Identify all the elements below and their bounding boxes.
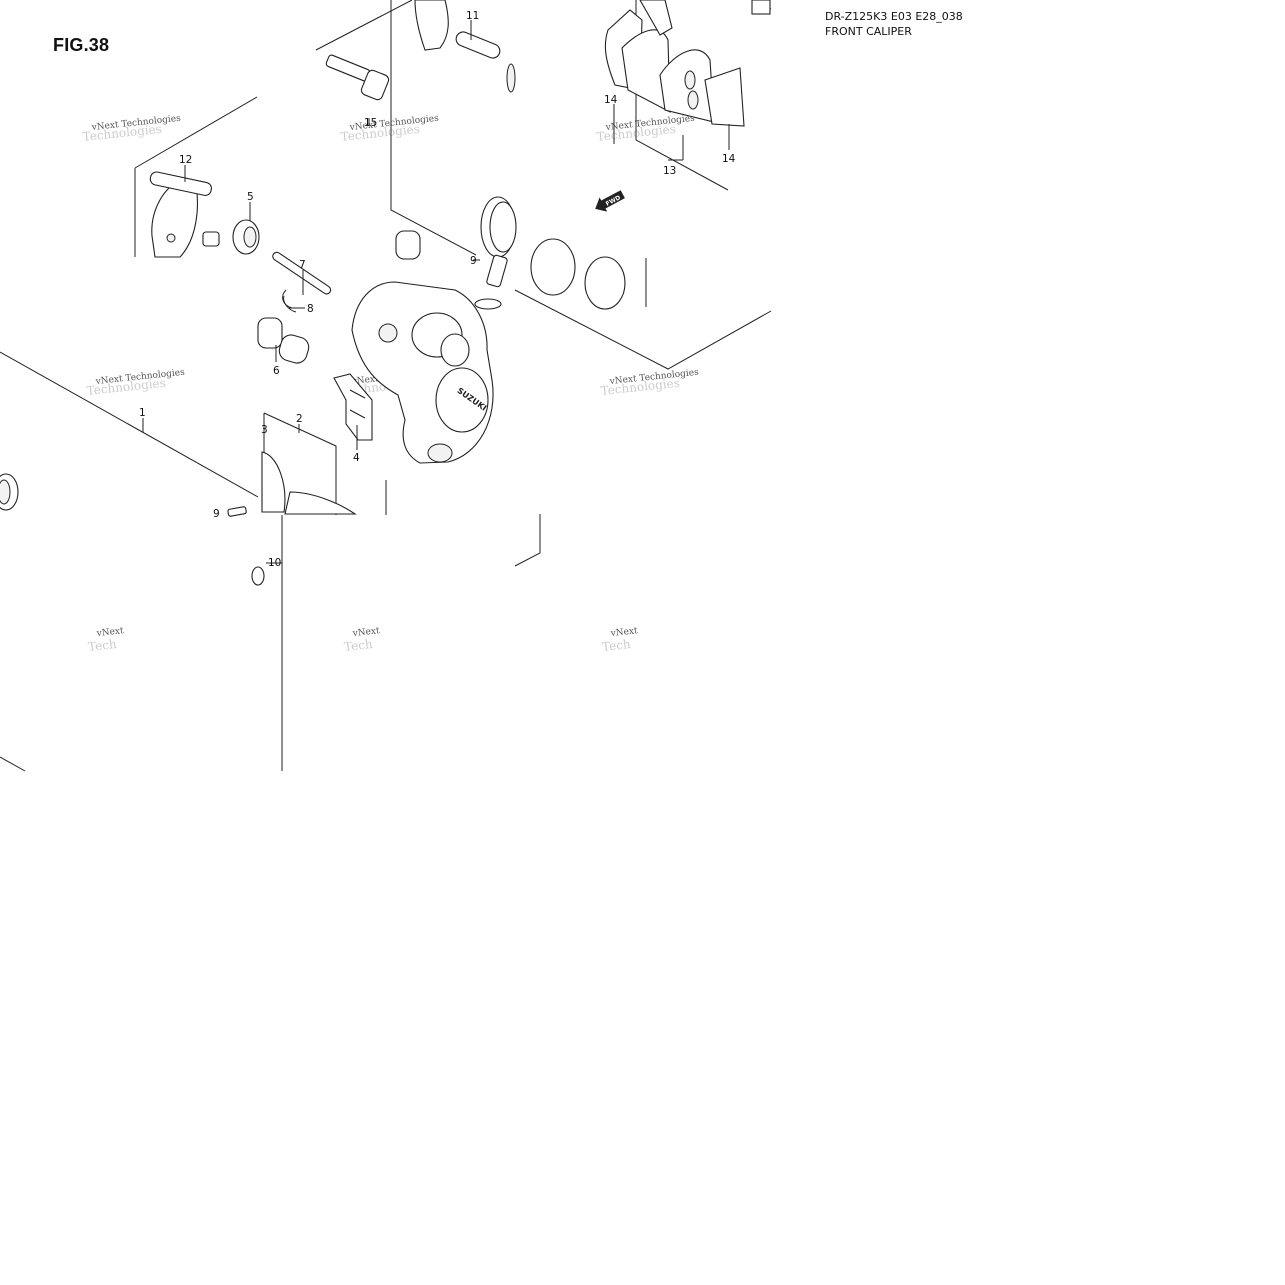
watermark: vNext Technologies Technologies: [340, 114, 440, 144]
callout-8: 8: [307, 303, 314, 315]
svg-text:Tech: Tech: [601, 637, 631, 654]
svg-text:Tech: Tech: [87, 637, 117, 654]
arrow-left-icon: [595, 190, 625, 212]
svg-text:Tech: Tech: [343, 637, 373, 654]
watermark: vNext Technologies Technologies: [600, 368, 700, 398]
svg-text:vNext: vNext: [609, 626, 638, 639]
callout-9-right: 9: [470, 255, 477, 267]
piston-seal-part: [395, 196, 626, 310]
callout-15: 15: [364, 117, 377, 129]
group-frames: [0, 0, 772, 772]
piston-lower-part: [0, 451, 357, 517]
figure-label: FIG.38: [53, 35, 110, 55]
callouts: 1 2 3 4 5 6 7 8 9 9 10 11 12 13 14 14 15: [139, 10, 736, 569]
svg-text:vNext: vNext: [351, 626, 380, 639]
callout-12: 12: [179, 154, 192, 166]
watermark-partial: vNext Tech: [601, 626, 638, 654]
caliper-body-part: SUZUKI: [351, 281, 502, 464]
callout-13: 13: [663, 165, 676, 177]
watermark: vNext Technologies Technologies: [596, 114, 696, 144]
model-code: DR-Z125K3 E03 E28_038: [825, 10, 963, 23]
caliper-bracket-part: [149, 171, 212, 258]
callout-3: 3: [261, 424, 268, 436]
callout-14-right: 14: [722, 153, 736, 165]
callout-4: 4: [353, 452, 360, 464]
callout-11: 11: [466, 10, 479, 22]
pin-part: [414, 0, 516, 93]
fwd-marker: FWD: [595, 190, 625, 212]
callout-5: 5: [247, 191, 254, 203]
brake-pads-part: [604, 0, 771, 127]
callout-14-left: 14: [604, 94, 618, 106]
callout-9-left: 9: [213, 508, 220, 520]
section-name: FRONT CALIPER: [825, 25, 912, 38]
callout-6: 6: [273, 365, 280, 377]
bleeder-part: [257, 317, 310, 364]
pad-spring-part: [333, 373, 373, 441]
bolt-part: [325, 54, 390, 101]
fwd-label: FWD: [605, 194, 622, 208]
boot-part: [202, 219, 260, 255]
callout-10: 10: [268, 557, 281, 569]
watermark-partial: vNext Tech: [87, 626, 124, 654]
svg-text:vNext: vNext: [95, 626, 124, 639]
callout-1: 1: [139, 407, 146, 419]
leader-lines: [142, 20, 730, 564]
watermark: vNext Technologies Technologies: [86, 368, 186, 398]
watermark-partial: vNext Tech: [343, 626, 380, 654]
watermark: vNext Technologies Technologies: [82, 114, 182, 144]
callout-2: 2: [296, 413, 303, 425]
cap-part: [251, 566, 265, 586]
callout-7: 7: [299, 259, 306, 271]
